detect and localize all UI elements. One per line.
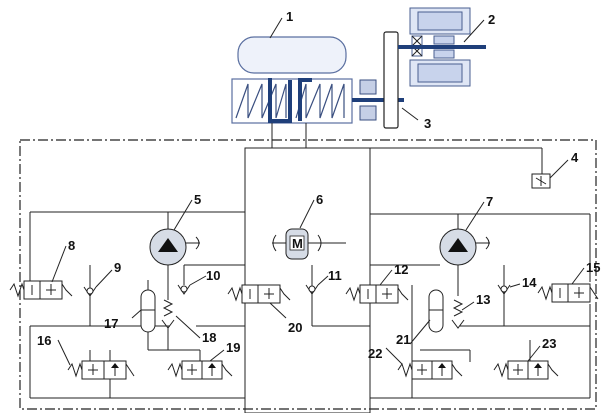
label-2: 2 (488, 12, 495, 27)
accumulator-21 (428, 289, 444, 333)
brake-disc (383, 31, 399, 129)
label-22: 22 (368, 346, 382, 361)
piston-rod-left (268, 78, 292, 123)
valve-15 (537, 283, 599, 303)
leader-lines (51, 17, 585, 366)
label-16: 16 (37, 333, 51, 348)
label-4: 4 (571, 150, 579, 165)
check-valve-14 (497, 284, 511, 295)
relief-valve-13 (451, 299, 465, 329)
sensor-4 (306, 147, 551, 189)
bearing-housing (409, 7, 471, 87)
label-6: 6 (316, 192, 323, 207)
label-3: 3 (424, 116, 431, 131)
component-labels: 1 2 3 4 5 6 7 8 9 10 11 12 13 14 15 16 1… (37, 9, 600, 361)
piston-rod-right (298, 78, 312, 121)
label-23: 23 (542, 336, 556, 351)
valve-19 (167, 360, 233, 380)
check-valve-9 (83, 286, 97, 297)
shaft-collar (359, 79, 377, 95)
label-9: 9 (114, 260, 121, 275)
valve-20 (227, 284, 291, 304)
system-boundary (19, 139, 597, 410)
valve-22 (397, 360, 463, 380)
relief-valve-18 (161, 299, 175, 350)
spring-zigzag-right (295, 83, 345, 119)
central-block: M (244, 147, 371, 413)
label-21: 21 (396, 332, 410, 347)
label-5: 5 (194, 192, 201, 207)
label-14: 14 (522, 275, 537, 290)
label-15: 15 (586, 260, 600, 275)
label-8: 8 (68, 238, 75, 253)
valve-8 (9, 280, 73, 300)
label-19: 19 (226, 340, 240, 355)
label-1: 1 (286, 9, 293, 24)
left-circuit (9, 211, 245, 399)
label-13: 13 (476, 292, 490, 307)
valve-16 (67, 360, 135, 380)
label-7: 7 (486, 194, 493, 209)
check-valve-10 (177, 284, 191, 295)
motor-symbol: M (292, 236, 303, 251)
label-12: 12 (394, 262, 408, 277)
label-20: 20 (288, 320, 302, 335)
shaft-collar-2 (359, 105, 377, 121)
label-10: 10 (206, 268, 220, 283)
label-17: 17 (104, 316, 118, 331)
tank-top (237, 36, 347, 74)
label-18: 18 (202, 330, 216, 345)
spring-zigzag-left (235, 83, 287, 119)
valve-12 (345, 284, 409, 304)
label-11: 11 (328, 268, 342, 283)
accumulator-17 (140, 289, 156, 333)
mechanical-assembly (231, 7, 486, 148)
check-valve-11 (305, 284, 319, 295)
right-circuit (305, 147, 599, 399)
valve-23 (493, 360, 559, 380)
